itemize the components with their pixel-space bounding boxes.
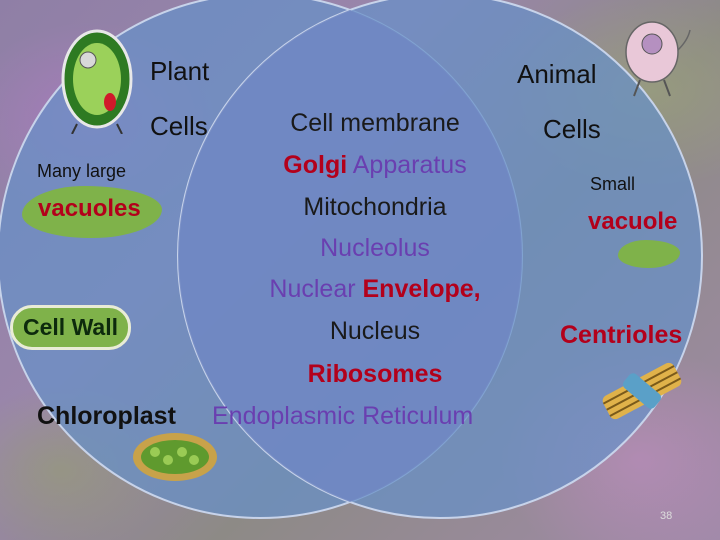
plant-heading-line1: Plant — [150, 56, 210, 86]
animal-heading-line1: Animal — [517, 59, 597, 89]
shared-mitochondria: Mitochondria — [303, 193, 447, 221]
shared-er: Endoplasmic Reticulum — [212, 402, 474, 430]
chloroplast-label: Chloroplast — [37, 402, 176, 430]
cell-wall-label: Cell Wall — [10, 305, 131, 350]
plant-heading-line2: Cells — [150, 111, 208, 141]
animal-vacuole-prefix: Small — [590, 174, 636, 194]
shared-nuclear-envelope: Nuclear Envelope, — [269, 275, 481, 303]
plant-cell-icon — [61, 29, 133, 134]
overlap-region — [178, 0, 522, 518]
plant-vacuole-word: vacuoles — [38, 195, 141, 222]
animal-vacuole-blob — [618, 240, 680, 268]
page-number: 38 — [660, 510, 673, 522]
shared-nucleolus: Nucleolus — [320, 234, 430, 262]
centriole-icon — [602, 362, 682, 420]
shared-golgi: Golgi Apparatus — [283, 151, 467, 179]
shared-cell-membrane: Cell membrane — [290, 109, 460, 137]
shared-ribosomes: Ribosomes — [307, 360, 443, 388]
chloroplast-icon — [133, 433, 217, 481]
centrioles-label: Centrioles — [560, 321, 683, 349]
animal-heading-line2: Cells — [543, 114, 601, 144]
plant-vacuole-blob — [22, 186, 162, 238]
plant-vacuole-prefix: Many large — [37, 161, 127, 181]
animal-vacuole-word: vacuole — [588, 208, 678, 235]
animal-cell-icon — [625, 21, 691, 97]
shared-nucleus: Nucleus — [329, 317, 421, 345]
